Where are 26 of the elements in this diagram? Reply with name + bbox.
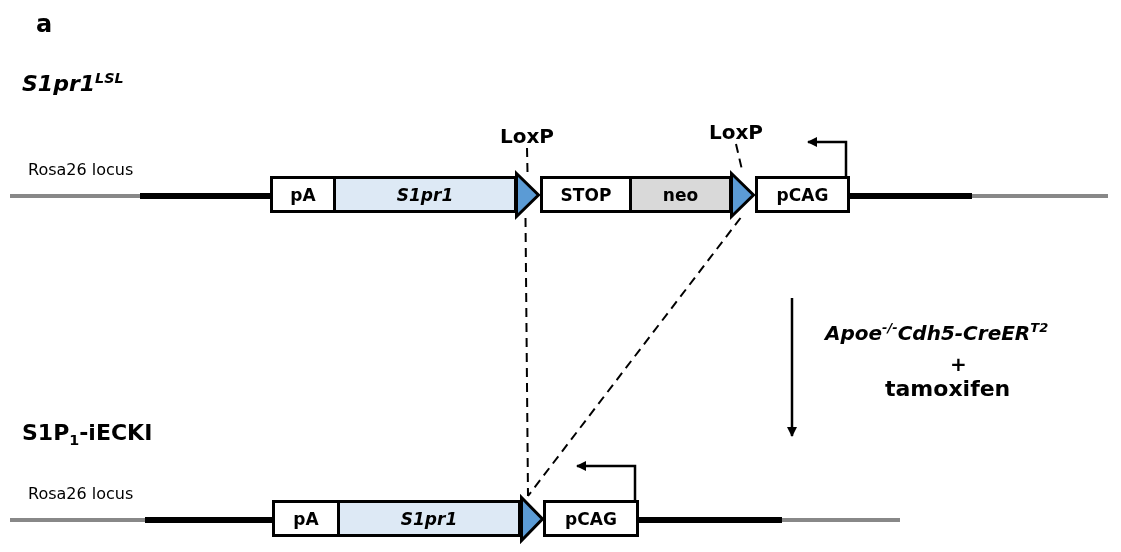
promoter-arrow [807,137,848,176]
treatment-label: tamoxifen [885,376,1011,401]
cross-label: Apoe$^{-/-}$Cdh5-CreER$^{T2}$ [825,320,1049,345]
gene-segment: pA [270,176,336,213]
gene-segment: pA [272,500,340,537]
panel-letter: a [36,10,53,38]
construct-title: S1pr1$^{LSL}$ [22,70,124,97]
gene-segment: pCAG [755,176,850,213]
promoter-arrow [576,461,637,500]
plus-label: + [950,352,967,376]
gene-segment: pCAG [543,500,639,537]
gene-segment: neo [629,176,732,213]
locus-label: Rosa26 locus [28,160,134,179]
loxp-triangle [515,172,540,218]
construct-title: S1P$_{1}$-iECKI [22,420,153,449]
loxp-label: LoxP [706,120,766,144]
dashed-line [527,217,742,497]
gene-segment: STOP [540,176,632,213]
gene-segment: S1pr1 [337,500,521,537]
loxp-label: LoxP [497,124,557,148]
dashed-line [526,147,529,173]
locus-label: Rosa26 locus [28,484,134,503]
gene-segment: S1pr1 [333,176,517,213]
loxp-triangle [730,172,755,218]
dashed-line [524,217,529,497]
loxp-triangle [520,496,544,542]
